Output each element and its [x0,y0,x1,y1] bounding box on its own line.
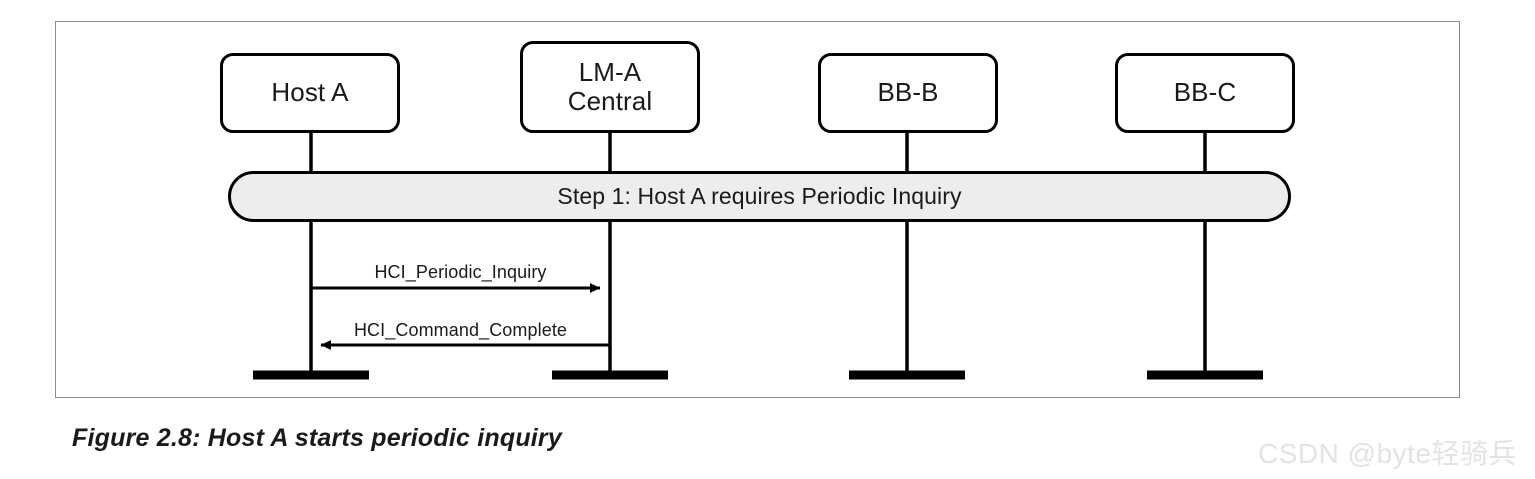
participant-label-bb-b: BB-B [877,77,939,108]
message-label-hci-command-complete: HCI_Command_Complete [353,320,568,340]
participant-box-bb-b: BB-B [818,53,998,133]
step-banner-label: Step 1: Host A requires Periodic Inquiry [557,183,962,209]
watermark: CSDN @byte轻骑兵 [1258,438,1517,469]
message-label-hci-periodic-inquiry: HCI_Periodic_Inquiry [374,262,547,282]
participant-label-host-a: Host A [271,77,349,108]
participant-label-lm-a: LM-A Central [567,56,653,116]
participant-box-lm-a: LM-A Central [520,41,700,133]
participant-label-bb-c: BB-C [1173,77,1237,108]
participant-box-host-a: Host A [220,53,400,133]
figure-caption: Figure 2.8: Host A starts periodic inqui… [72,424,562,452]
step-banner: Step 1: Host A requires Periodic Inquiry [228,171,1291,222]
participant-box-bb-c: BB-C [1115,53,1295,133]
